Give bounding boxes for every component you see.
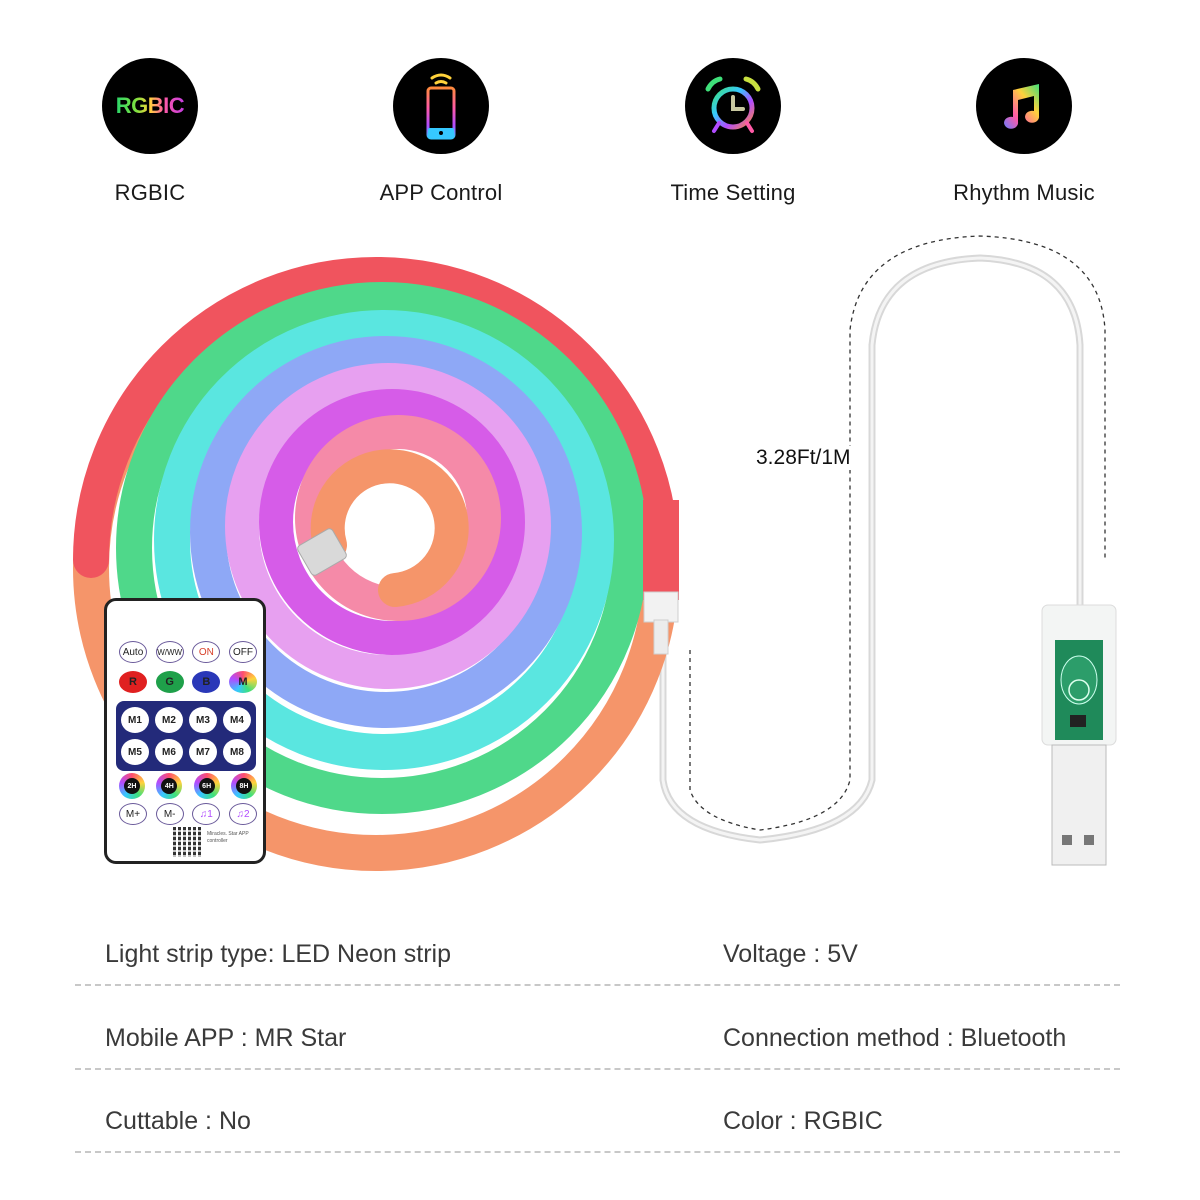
remote-timer-button: 2H bbox=[119, 773, 145, 799]
remote-mode-button: M1 bbox=[121, 707, 149, 733]
feature-rgbic: RGBIC RGBIC bbox=[50, 58, 250, 206]
feature-label: APP Control bbox=[379, 180, 503, 205]
qr-caption: Miracles. Star APP controller bbox=[207, 831, 249, 844]
music-note-icon bbox=[976, 58, 1072, 154]
rgbic-icon-text: RGBIC bbox=[115, 93, 185, 118]
feature-app-control: APP Control bbox=[341, 58, 541, 206]
remote-mode-button: M6 bbox=[155, 739, 183, 765]
spec-mobile-app: Mobile APP : MR Star bbox=[105, 1024, 347, 1052]
remote-red-button: R bbox=[119, 671, 147, 693]
spec-strip-type: Light strip type: LED Neon strip bbox=[105, 940, 451, 968]
spec-row: Cuttable : No Color : RGBIC bbox=[75, 1067, 1120, 1153]
usb-bluetooth-controller bbox=[1041, 604, 1117, 866]
feature-time-setting: Time Setting bbox=[633, 58, 833, 206]
spec-color: Color : RGBIC bbox=[723, 1107, 883, 1135]
timer-label: 6H bbox=[198, 778, 215, 794]
spec-voltage: Voltage : 5V bbox=[723, 940, 858, 968]
remote-w-ww-button: W/WW bbox=[155, 641, 184, 663]
remote-blue-button: B bbox=[192, 671, 221, 693]
remote-timer-button: 4H bbox=[156, 773, 183, 799]
remote-off-button: OFF bbox=[228, 641, 257, 663]
timer-label: 2H bbox=[124, 778, 140, 794]
feature-rhythm-music: Rhythm Music bbox=[924, 58, 1124, 206]
remote-timer-button: 6H bbox=[193, 773, 220, 799]
feature-label: RGBIC bbox=[114, 180, 186, 205]
qr-code bbox=[173, 827, 203, 857]
remote-mode-button: M7 bbox=[189, 739, 217, 765]
remote-mode-button: M3 bbox=[189, 707, 217, 733]
remote-music2-button: ♫2 bbox=[228, 803, 257, 825]
feature-label: Time Setting bbox=[670, 180, 796, 205]
remote-mode-minus-button: M- bbox=[155, 803, 184, 825]
remote-auto-button: Auto bbox=[119, 641, 147, 663]
spec-row: Mobile APP : MR Star Connection method :… bbox=[75, 984, 1120, 1070]
timer-label: 4H bbox=[161, 778, 178, 794]
remote-timer-button: 8H bbox=[230, 773, 257, 799]
spec-connection-method: Connection method : Bluetooth bbox=[723, 1024, 1067, 1052]
strip-end-connector bbox=[643, 591, 679, 623]
alarm-clock-icon bbox=[685, 58, 781, 154]
remote-mode-plus-button: M+ bbox=[119, 803, 147, 825]
remote-multicolor-button: M bbox=[228, 671, 257, 693]
remote-control: Auto W/WW ON OFF R G B M M1 M2 M3 M4 M5 … bbox=[104, 598, 266, 864]
spec-row: Light strip type: LED Neon strip Voltage… bbox=[75, 900, 1120, 986]
spec-cuttable: Cuttable : No bbox=[105, 1107, 251, 1135]
remote-music1-button: ♫1 bbox=[192, 803, 221, 825]
cable-length-label: 3.28Ft/1M bbox=[754, 446, 853, 470]
feature-label: Rhythm Music bbox=[953, 180, 1095, 205]
led-neon-strip-illustration bbox=[73, 235, 1117, 871]
remote-green-button: G bbox=[155, 671, 184, 693]
remote-mode-button: M8 bbox=[223, 739, 251, 765]
remote-on-button: ON bbox=[192, 641, 221, 663]
remote-mode-button: M4 bbox=[223, 707, 251, 733]
rgbic-icon: RGBIC bbox=[102, 58, 198, 154]
remote-mode-button: M2 bbox=[155, 707, 183, 733]
remote-mode-panel: M1 M2 M3 M4 M5 M6 M7 M8 bbox=[116, 701, 256, 771]
timer-label: 8H bbox=[235, 778, 252, 794]
smartphone-signal-icon bbox=[393, 58, 489, 154]
remote-mode-button: M5 bbox=[121, 739, 149, 765]
